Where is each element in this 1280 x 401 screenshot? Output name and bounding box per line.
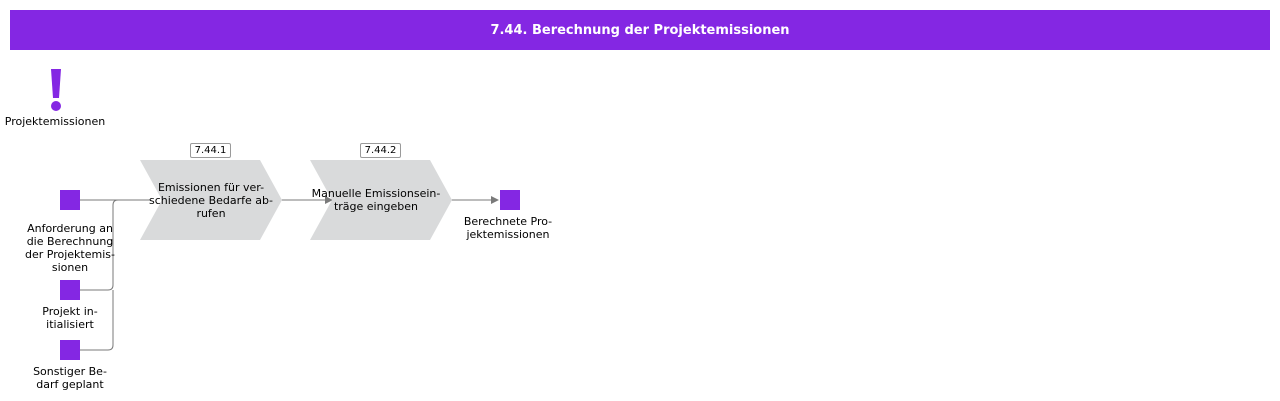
connector-projekt: [80, 199, 150, 291]
function-id-tag: 7.44.2: [360, 143, 401, 158]
function-chevron[interactable]: [310, 160, 452, 240]
diagram-title: 7.44. Berechnung der Projektemissionen: [10, 10, 1270, 50]
event-projekt-label: Projekt in- itialisiert: [42, 305, 98, 331]
function-id-tag: 7.44.1: [190, 143, 231, 158]
function-label: Manuelle Emissionsein- träge eingeben: [311, 187, 441, 213]
event-sonstiger[interactable]: [60, 340, 80, 360]
event-anforderung[interactable]: [60, 190, 80, 210]
event-sonstiger-label: Sonstiger Be- darf geplant: [33, 365, 107, 391]
exclamation-icon: [51, 69, 61, 111]
connector-sonstiger: [80, 290, 114, 351]
event-berechnete[interactable]: [500, 190, 520, 210]
function-chevron[interactable]: [140, 160, 282, 240]
event-anforderung-label: Anforderung an die Berechnung der Projek…: [25, 222, 115, 274]
header-icon-label: Projektemissionen: [4, 115, 106, 128]
function-label: Emissionen für ver- schiedene Bedarfe ab…: [149, 180, 273, 220]
event-berechnete-label: Berechnete Pro- jektemissionen: [463, 215, 553, 241]
event-projekt[interactable]: [60, 280, 80, 300]
